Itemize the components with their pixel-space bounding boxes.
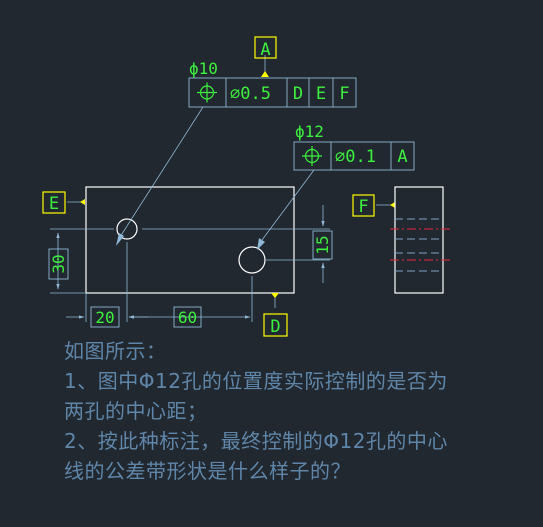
datum-f-label: F xyxy=(358,197,368,217)
hole-phi10 xyxy=(116,218,138,240)
hole-phi12 xyxy=(238,246,266,274)
dim-20-text: 20 xyxy=(95,308,114,327)
question-line-3: 两孔的中心距； xyxy=(64,399,208,423)
fcf-upper-size: ϕ10 xyxy=(189,59,218,78)
dim-15: 15 xyxy=(312,230,333,260)
datum-d-label: D xyxy=(270,317,280,337)
dim-60-text: 60 xyxy=(178,308,197,327)
side-view-hidden-lines xyxy=(395,218,443,272)
datum-triangles xyxy=(80,71,395,298)
datum-e: E xyxy=(42,191,66,214)
dim-30: 30 xyxy=(48,248,69,280)
part-outline xyxy=(85,186,295,294)
dim-15-text: 15 xyxy=(313,235,332,254)
position-icon xyxy=(197,82,217,103)
datum-e-label: E xyxy=(49,194,59,214)
datum-a-label: A xyxy=(260,40,270,60)
fcf-lower-datum-1: A xyxy=(397,147,407,167)
question-line-4: 2、按此种标注，最终控制的Φ12孔的中心 xyxy=(64,429,448,453)
datum-d: D xyxy=(263,313,288,337)
fcf-lower xyxy=(293,141,415,171)
dim-20: 20 xyxy=(90,306,120,328)
fcf-upper-datum-1: D xyxy=(293,84,303,104)
side-view-outline xyxy=(394,186,444,294)
extension-lines xyxy=(50,228,330,322)
leader-arrow-phi12 xyxy=(257,238,265,250)
fcf-upper-datum-2: E xyxy=(316,84,326,104)
leader-arrow-phi10 xyxy=(116,233,124,246)
question-line-5: 线的公差带形状是什么样子的？ xyxy=(64,459,351,483)
question-line-2: 1、图中Φ12孔的位置度实际控制的是否为 xyxy=(64,369,448,393)
question-line-1: 如图所示： xyxy=(64,339,167,363)
fcf-lower-tolerance: ∅0.1 xyxy=(335,147,376,167)
side-view-centerlines xyxy=(390,228,452,261)
position-icon xyxy=(302,146,322,166)
fcf-lower-size: ϕ12 xyxy=(295,122,324,141)
dim-30-text: 30 xyxy=(49,254,68,273)
dimension-lines xyxy=(56,205,325,319)
datum-a: A xyxy=(254,36,277,60)
dim-60: 60 xyxy=(173,306,202,328)
fcf-upper-datum-3: F xyxy=(339,84,349,104)
datum-f: F xyxy=(352,194,375,217)
fcf-upper-tolerance: ∅0.5 xyxy=(230,84,271,104)
fcf-upper xyxy=(188,77,357,108)
